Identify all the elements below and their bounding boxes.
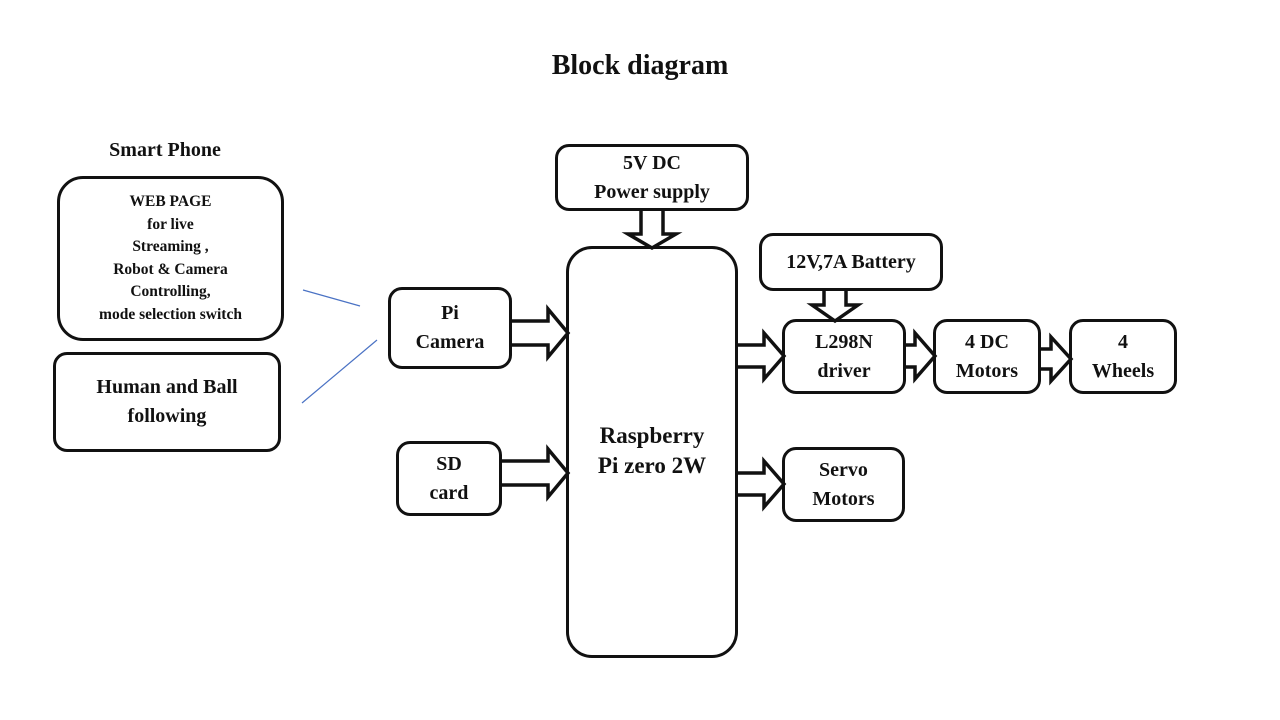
- raspberry-pi-block: Raspberry Pi zero 2W: [566, 246, 738, 658]
- power-supply-block: 5V DC Power supply: [555, 144, 749, 211]
- connector-webpage-to-camera: [302, 289, 361, 307]
- pi-camera-block: Pi Camera: [388, 287, 512, 369]
- web-page-block: WEB PAGE for live Streaming , Robot & Ca…: [57, 176, 284, 341]
- dc-motors-block: 4 DC Motors: [933, 319, 1041, 394]
- wheels-block: 4 Wheels: [1069, 319, 1177, 394]
- arrow-sd-to-pi: [502, 444, 571, 502]
- arrow-pi-to-servo: [738, 456, 787, 512]
- arrow-camera-to-pi: [512, 304, 571, 362]
- following-block: Human and Ball following: [53, 352, 281, 452]
- arrow-battery-to-driver: [806, 291, 864, 324]
- arrow-pi-to-driver: [738, 328, 787, 384]
- connector-following-to-camera: [301, 339, 378, 404]
- arrow-driver-to-motors: [906, 328, 938, 384]
- sd-card-block: SD card: [396, 441, 502, 516]
- arrow-motors-to-wheels: [1041, 332, 1074, 386]
- diagram-title: Block diagram: [551, 50, 729, 81]
- smartphone-heading: Smart Phone: [109, 139, 221, 161]
- battery-block: 12V,7A Battery: [759, 233, 943, 291]
- arrow-power-to-pi: [621, 211, 683, 251]
- servo-motors-block: Servo Motors: [782, 447, 905, 522]
